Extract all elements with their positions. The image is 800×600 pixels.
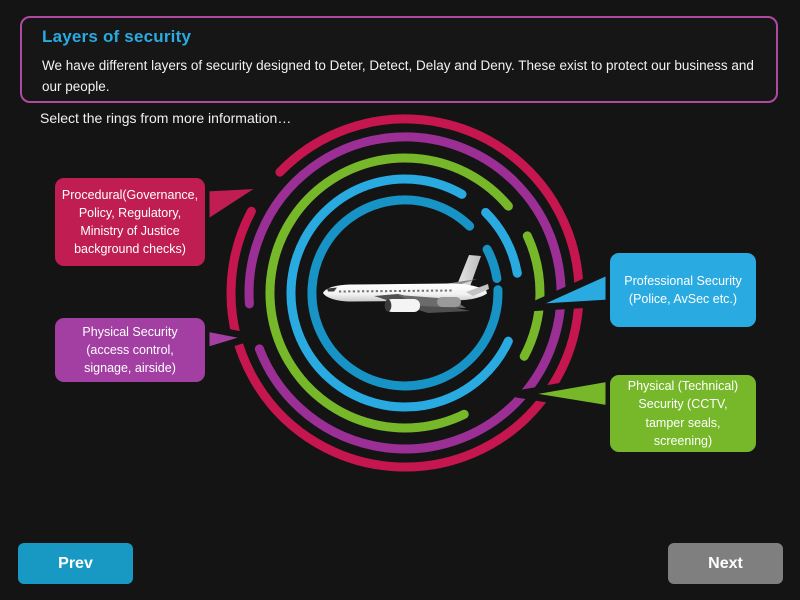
ring-teal[interactable] (307, 195, 503, 391)
header-description: We have different layers of security des… (42, 58, 754, 94)
physical-callout-tail (202, 324, 256, 355)
ring-blue[interactable] (286, 174, 522, 412)
header-panel: Layers of security We have different lay… (20, 16, 778, 103)
callout-professional-security-label: Professional Security (Police, AvSec etc… (624, 273, 742, 306)
callout-physical-security-label: Physical Security (access control, signa… (82, 324, 178, 376)
callout-procedural[interactable]: Procedural(Governance, Policy, Regulator… (55, 178, 205, 266)
ring-green[interactable] (265, 153, 545, 433)
instruction-text: Select the rings from more information… (40, 110, 292, 126)
professional-callout-tail (523, 267, 613, 312)
callout-technical-security-label: Physical (Technical) Security (CCTV, tam… (627, 379, 739, 448)
procedural-callout-tail (202, 181, 270, 228)
airplane-image (323, 255, 489, 313)
callout-physical-security[interactable]: Physical Security (access control, signa… (55, 318, 205, 382)
next-button[interactable]: Next (668, 543, 783, 584)
callout-professional-security[interactable]: Professional Security (Police, AvSec etc… (610, 253, 756, 327)
technical-callout-tail (513, 374, 613, 413)
prev-button[interactable]: Prev (18, 543, 133, 584)
callout-procedural-label: Procedural(Governance, Policy, Regulator… (61, 187, 199, 257)
callout-technical-security[interactable]: Physical (Technical) Security (CCTV, tam… (610, 375, 756, 452)
ring-purple[interactable] (244, 132, 566, 454)
page-title: Layers of security (42, 27, 192, 46)
